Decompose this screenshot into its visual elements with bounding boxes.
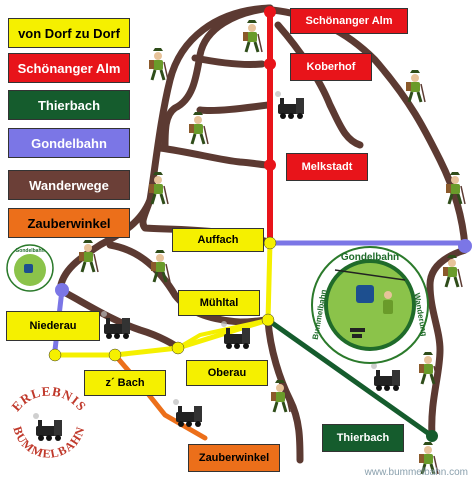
label-melkstadt: Melkstadt xyxy=(286,153,368,181)
dot-koberhof xyxy=(264,58,276,70)
hiker-icon xyxy=(241,18,264,54)
gondel-badge: Gondelbahn Bummelbahn Wanderung xyxy=(311,246,429,364)
dot-muehltal xyxy=(261,313,275,327)
label-zbach: z´ Bach xyxy=(84,370,166,396)
hiker-icon xyxy=(187,110,210,146)
dot-thierbach xyxy=(426,430,438,442)
watermark: www.bummelbahn.com xyxy=(364,467,468,478)
dot-zbach xyxy=(108,348,122,362)
legend-wanderwege: Wanderwege xyxy=(8,170,130,200)
trail-upper-loop xyxy=(191,54,266,69)
trail-lower-left xyxy=(56,286,182,352)
trail-zbach xyxy=(264,316,304,464)
trail-right-bottom xyxy=(426,246,469,440)
dot-melkstadt xyxy=(264,159,276,171)
label-auffach: Auffach xyxy=(172,228,264,252)
trail-koberhof xyxy=(196,101,272,115)
label-schoenanger: Schönanger Alm xyxy=(290,8,408,34)
train-icon xyxy=(33,413,62,441)
small-gondel-badge: Gondelbahn xyxy=(6,244,54,292)
badge-small-text: Gondelbahn xyxy=(15,248,44,254)
line-thierbach xyxy=(265,317,435,439)
train-icon xyxy=(275,91,304,119)
label-koberhof: Koberhof xyxy=(290,53,372,81)
legend-zauberwinkel: Zauberwinkel xyxy=(8,208,130,238)
label-thierbach: Thierbach xyxy=(322,424,404,452)
trail-right-outer xyxy=(268,6,469,251)
label-zauberwinkel: Zauberwinkel xyxy=(188,444,280,472)
logo-line1: ERLEBNIS xyxy=(8,383,89,414)
legend-schoenanger: Schönanger Alm xyxy=(8,53,130,83)
gondola-icon xyxy=(356,285,374,303)
legend-dorf: von Dorf zu Dorf xyxy=(8,18,130,48)
trail-mid-left xyxy=(161,4,274,152)
hiker-icon xyxy=(269,378,292,414)
label-muehltal: Mühltal xyxy=(178,290,260,316)
dot-gondel-east xyxy=(458,239,472,253)
label-niederau: Niederau xyxy=(6,311,100,341)
dot-schoenanger xyxy=(264,6,276,18)
label-oberau: Oberau xyxy=(186,360,268,386)
dot-niederau xyxy=(48,348,62,362)
hiker-icon xyxy=(404,68,427,104)
hiker-icon xyxy=(147,46,170,82)
line-dorf-2 xyxy=(176,318,270,350)
dot-gondel-west xyxy=(55,283,69,297)
train-icon xyxy=(371,363,400,391)
trail-right-inner xyxy=(274,21,364,149)
legend-gondelbahn: Gondelbahn xyxy=(8,128,130,158)
erlebnis-logo: ERLEBNIS BUMMELBAHN xyxy=(8,383,89,460)
legend-thierbach: Thierbach xyxy=(8,90,130,120)
dot-oberau xyxy=(171,341,185,355)
trail-melkstadt xyxy=(156,144,272,169)
dot-auffach xyxy=(263,236,277,250)
station-dots xyxy=(48,6,472,442)
train-icon xyxy=(101,311,130,339)
badge-gondel-top: Gondelbahn xyxy=(341,252,399,263)
